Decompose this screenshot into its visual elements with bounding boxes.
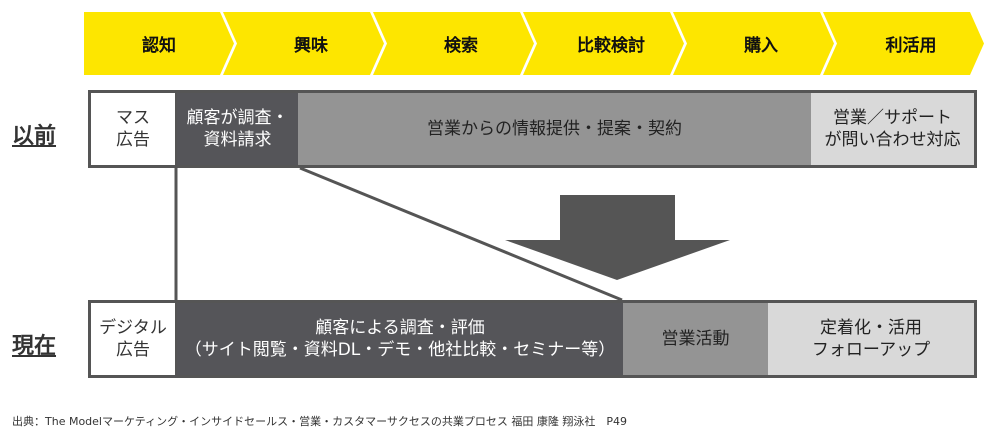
stage-purchase: 購入 [744,36,778,56]
now-row: デジタル 広告 顧客による調査・評価 （サイト閲覧・資料DL・デモ・他社比較・セ… [88,300,977,378]
stage-chevrons [84,12,984,75]
now-digital-ad: デジタル 広告 [91,303,175,375]
stage-chevron [523,12,684,75]
stage-comparison: 比較検討 [577,36,645,56]
now-customer-research: 顧客による調査・評価 （サイト閲覧・資料DL・デモ・他社比較・セミナー等） [177,303,623,375]
stage-chevron [223,12,384,75]
stage-awareness: 認知 [142,36,176,56]
stage-chevron [373,12,534,75]
stage-chevron [823,12,984,75]
stage-utilization: 利活用 [885,36,937,56]
before-sales-proposal: 営業からの情報提供・提案・契約 [298,93,811,165]
stage-search: 検索 [444,36,478,56]
before-support: 営業／サポート が問い合わせ対応 [811,93,974,165]
now-follow-up: 定着化・活用 フォローアップ [768,303,974,375]
stage-interest: 興味 [294,36,328,56]
before-customer-research: 顧客が調査・ 資料請求 [177,93,298,165]
before-row: マス 広告 顧客が調査・ 資料請求 営業からの情報提供・提案・契約 営業／サポー… [88,90,977,168]
now-sales-activity: 営業活動 [623,303,768,375]
diagonal-connector [299,166,623,302]
down-arrow-icon [505,195,730,280]
before-label: 以前 [12,124,57,149]
stage-chevron [673,12,834,75]
source-citation: 出典：The Modelマーケティング・インサイドセールス・営業・カスタマーサク… [12,415,627,428]
before-mass-ad: マス 広告 [91,93,175,165]
stage-chevron [84,12,234,75]
now-label: 現在 [12,334,57,359]
